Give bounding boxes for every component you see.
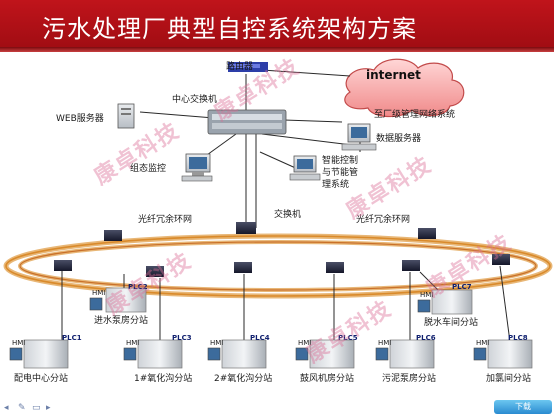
- data-server-icon: [341, 123, 377, 151]
- plc3-tag: PLC3: [172, 334, 192, 342]
- energy-control-label-2: 与节能管: [322, 168, 359, 178]
- energy-control-label-1: 智能控制: [322, 156, 359, 166]
- plc-cabinets-lower: [9, 339, 533, 369]
- plc7-tag: PLC7: [452, 283, 472, 291]
- slide-menu-button[interactable]: ▭: [32, 403, 41, 413]
- plc1-tag: PLC1: [62, 334, 82, 342]
- web-server-icon: [117, 103, 135, 129]
- center-switch-label: 中心交换机: [172, 95, 218, 105]
- page-title: 污水处理厂典型自控系统架构方案: [42, 15, 417, 43]
- switch-label: 交换机: [274, 210, 302, 220]
- title-bar: 污水处理厂典型自控系统架构方案: [0, 0, 554, 52]
- download-badge[interactable]: 下载: [494, 400, 552, 414]
- energy-control-label-3: 理系统: [322, 180, 350, 190]
- station-label-sludge-pump: 污泥泵房分站: [382, 374, 437, 384]
- ring-switch-icons: [54, 222, 510, 277]
- energy-control-workstation-icon: [289, 155, 321, 181]
- hmi-tag: HMI: [420, 291, 434, 299]
- hmi-tag: HMI: [378, 339, 392, 347]
- plc6-tag: PLC6: [416, 334, 436, 342]
- plc5-tag: PLC5: [338, 334, 358, 342]
- hmi-tag: HMI: [210, 339, 224, 347]
- hmi-tag: HMI: [12, 339, 26, 347]
- hmi-tag: HMI: [298, 339, 312, 347]
- station-label-distribution: 配电中心分站: [14, 374, 69, 384]
- fiber-ring-label-right: 光纤冗余环网: [356, 215, 411, 225]
- internet-label: internet: [366, 68, 421, 82]
- fiber-ring: [3, 233, 553, 299]
- plc8-tag: PLC8: [508, 334, 528, 342]
- diagram-svg: [3, 58, 553, 369]
- station-label-oxidation1: 1#氧化沟分站: [134, 374, 193, 384]
- data-server-label: 数据服务器: [376, 134, 422, 144]
- monitor-workstation-icon: [181, 153, 213, 182]
- router-icon: [228, 62, 268, 72]
- web-server-label: WEB服务器: [56, 114, 104, 124]
- network-diagram: internet 路由器 中心交换机 WEB服务器 至厂级管理网络系统 数据服务…: [0, 52, 554, 416]
- hmi-tag: HMI: [476, 339, 490, 347]
- pen-tool-button[interactable]: ✎: [18, 403, 26, 413]
- station-label-dewatering: 脱水车间分站: [424, 318, 479, 328]
- station-label-blower: 鼓风机房分站: [300, 374, 355, 384]
- plc2-tag: PLC2: [128, 283, 148, 291]
- center-switch-icon: [207, 109, 287, 135]
- station-drop-wires: [61, 265, 511, 343]
- hmi-tag: HMI: [126, 339, 140, 347]
- station-label-oxidation2: 2#氧化沟分站: [214, 374, 273, 384]
- backbone-wires: [139, 69, 361, 228]
- prev-slide-button[interactable]: ◂: [4, 403, 9, 413]
- plant-network-label: 至厂级管理网络系统: [374, 110, 456, 120]
- next-slide-button[interactable]: ▸: [46, 403, 51, 413]
- plc-cabinets-upper: [89, 287, 473, 315]
- plc4-tag: PLC4: [250, 334, 270, 342]
- hmi-tag: HMI: [92, 289, 106, 297]
- config-monitor-label: 组态监控: [130, 164, 167, 174]
- fiber-ring-label-left: 光纤冗余环网: [138, 215, 193, 225]
- router-label: 路由器: [226, 62, 254, 72]
- station-label-chlorine: 加氯间分站: [486, 374, 532, 384]
- station-label-pump: 进水泵房分站: [94, 316, 149, 326]
- internet-cloud-icon: [344, 58, 465, 118]
